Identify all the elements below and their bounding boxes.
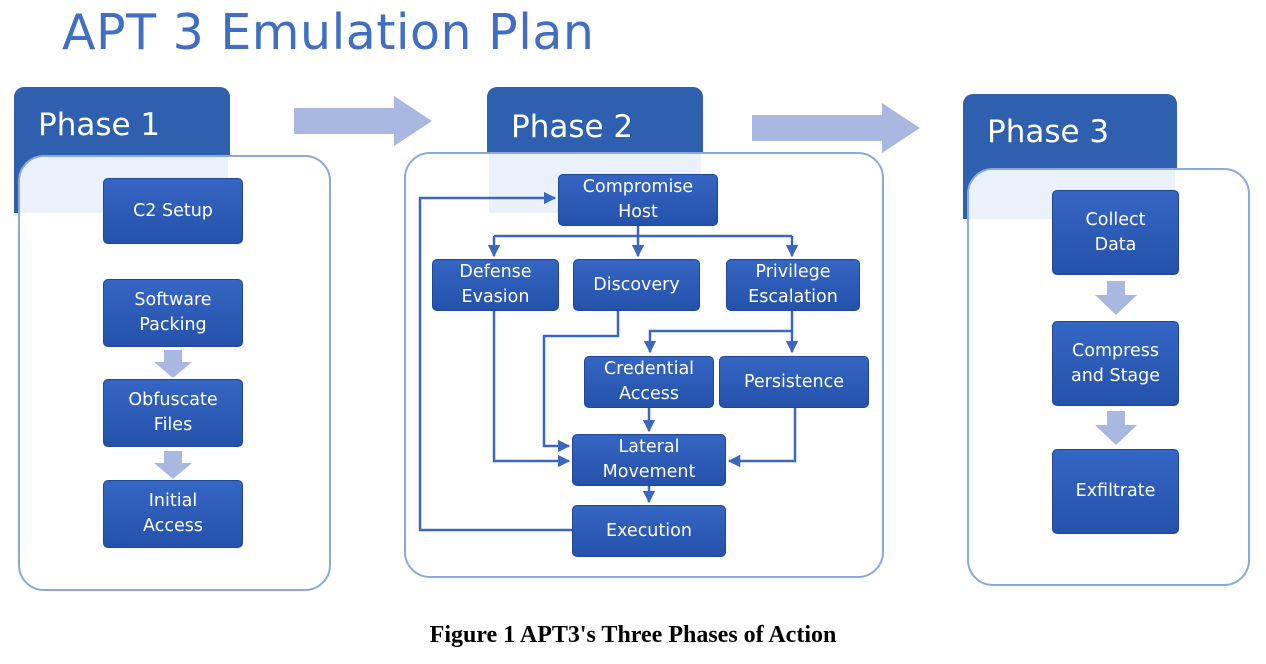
exfiltrate-box: Exfiltrate	[1052, 449, 1179, 534]
obfuscate-files-box: Obfuscate Files	[103, 379, 243, 447]
phase2-label: Phase 2	[511, 109, 634, 145]
phase1-to-phase2-arrow	[294, 96, 432, 146]
persistence-box: Persistence	[719, 356, 869, 408]
c2-setup-box: C2 Setup	[103, 178, 243, 244]
discovery-box: Discovery	[573, 259, 700, 311]
initial-access-box: Initial Access	[103, 480, 243, 548]
phase3-label: Phase 3	[987, 114, 1110, 150]
privilege-escalation-box: Privilege Escalation	[726, 259, 860, 311]
execution-box: Execution	[572, 505, 726, 557]
figure-caption: Figure 1 APT3's Three Phases of Action	[429, 622, 837, 648]
credential-access-box: Credential Access	[584, 356, 714, 408]
compromise-host-box: Compromise Host	[558, 174, 718, 226]
software-packing-box: Software Packing	[103, 279, 243, 347]
phase1-label: Phase 1	[38, 107, 161, 143]
compress-and-stage-box: Compress and Stage	[1052, 321, 1179, 406]
collect-data-box: Collect Data	[1052, 190, 1179, 275]
defense-evasion-box: Defense Evasion	[432, 259, 559, 311]
page-title: APT 3 Emulation Plan	[62, 4, 595, 61]
phase2-to-phase3-arrow	[752, 103, 920, 153]
lateral-movement-box: Lateral Movement	[572, 434, 726, 486]
